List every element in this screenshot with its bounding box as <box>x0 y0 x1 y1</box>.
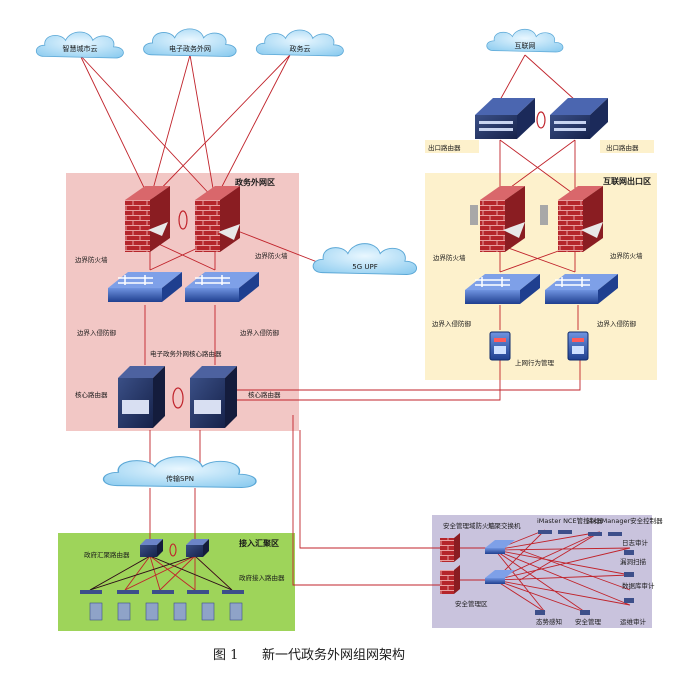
exit-router-right-label: 出口路由器 <box>606 143 639 152</box>
ips-gov-left <box>108 272 182 302</box>
behavior-mgmt-left <box>489 331 511 361</box>
gov-firewall-link-ring <box>178 210 188 230</box>
exit-router-left-label: 出口路由器 <box>428 143 461 152</box>
gov-extranet-zone <box>66 173 299 431</box>
exit-router-left <box>475 98 535 139</box>
ips-internet-right <box>545 274 618 304</box>
situation-aware-label: 态势感知 <box>536 617 562 626</box>
agg-router-label: 政府汇聚路由器 <box>84 550 130 559</box>
security-mgmt-zone-label: 安全管理区 <box>455 599 488 608</box>
aggregation-switch-label: 汇聚交换机 <box>488 521 521 530</box>
access-aggregation-zone-title: 接入汇聚区 <box>239 538 279 548</box>
exit-router-left-tag <box>425 140 479 153</box>
vuln-scan-label: 漏洞扫描 <box>620 557 647 566</box>
cloud-spn-label: 传输SPN <box>166 474 194 483</box>
terminal-row <box>89 602 243 621</box>
ips-right-b-label: 边界入侵防御 <box>597 319 637 328</box>
security-mgmt-fw-label: 安全管理域防火墙 <box>443 521 496 530</box>
border-fw-right-a-label: 边界防火墙 <box>433 253 466 262</box>
agg-router-left <box>140 539 163 557</box>
security-servers <box>535 530 634 615</box>
db-audit-label: 数据库审计 <box>622 581 655 590</box>
internet-exit-zone-title: 互联网出口区 <box>603 176 651 186</box>
agg-router-right <box>186 539 209 557</box>
security-mgmt-fw-bottom <box>440 565 460 594</box>
ips-right-a-label: 边界入侵防御 <box>432 319 472 328</box>
ips-internet-left <box>465 274 540 304</box>
gov-extranet-zone-title: 政务外网区 <box>235 177 275 187</box>
cloud-smart-city-label: 智慧城市云 <box>63 44 98 53</box>
ips-left-b-label: 边界入侵防御 <box>240 328 280 337</box>
cloud-gov-cloud-label: 政务云 <box>290 44 311 53</box>
imaster-nce-label: iMaster NCE管控制器 <box>537 516 603 525</box>
agg-router-link-ring <box>169 543 177 557</box>
ops-audit-label: 运维审计 <box>620 617 647 626</box>
behavior-mgmt-label: 上网行为管理 <box>515 358 555 367</box>
figure-title: 新一代政务外网组网架构 <box>262 647 405 663</box>
core-router-right-label: 核心路由器 <box>248 390 281 399</box>
access-black-links <box>89 555 233 591</box>
internet-exit-zone <box>425 173 657 380</box>
exit-router-right <box>550 98 608 139</box>
access-switch-row <box>80 590 244 594</box>
soc-mgmt-label: 安全管理 <box>575 617 602 626</box>
security-mgmt-fw-top <box>440 533 460 562</box>
core-router-left-label: 核心路由器 <box>75 390 108 399</box>
aggregation-switch-top <box>485 540 515 554</box>
log-audit-label: 日志审计 <box>622 538 649 547</box>
border-fw-left-a-label: 边界防火墙 <box>75 255 108 264</box>
cloud-egov-extranet-label: 电子政务外网 <box>169 44 211 53</box>
border-fw-right-b-label: 边界防火墙 <box>610 251 643 260</box>
ips-left-a-label: 边界入侵防御 <box>77 328 117 337</box>
secomanager-label: SecoManager安全控制器 <box>586 516 663 525</box>
ips-gov-right <box>185 272 259 302</box>
behavior-mgmt-right <box>567 331 589 361</box>
firewall-internet-right <box>540 186 603 252</box>
firewall-gov-left <box>125 186 170 252</box>
cloud-upf-label: 5G UPF <box>352 263 377 271</box>
exit-router-link-ring <box>536 111 546 129</box>
firewall-internet-left <box>470 186 525 252</box>
cloud-internet-label: 互联网 <box>515 41 536 50</box>
core-router-left <box>118 366 165 428</box>
core-router-right <box>190 366 237 428</box>
firewall-gov-right <box>195 186 240 252</box>
exit-router-right-tag <box>600 140 654 153</box>
links <box>79 54 631 613</box>
border-fw-left-b-label: 边界防火墙 <box>255 251 288 260</box>
figure-number: 图 1 <box>213 648 238 663</box>
core-router-link-ring <box>172 387 184 409</box>
core-router-title: 电子政务外网核心路由器 <box>150 349 222 358</box>
aggregation-switch-bottom <box>485 570 515 584</box>
access-router-label: 政府接入路由器 <box>239 573 285 582</box>
